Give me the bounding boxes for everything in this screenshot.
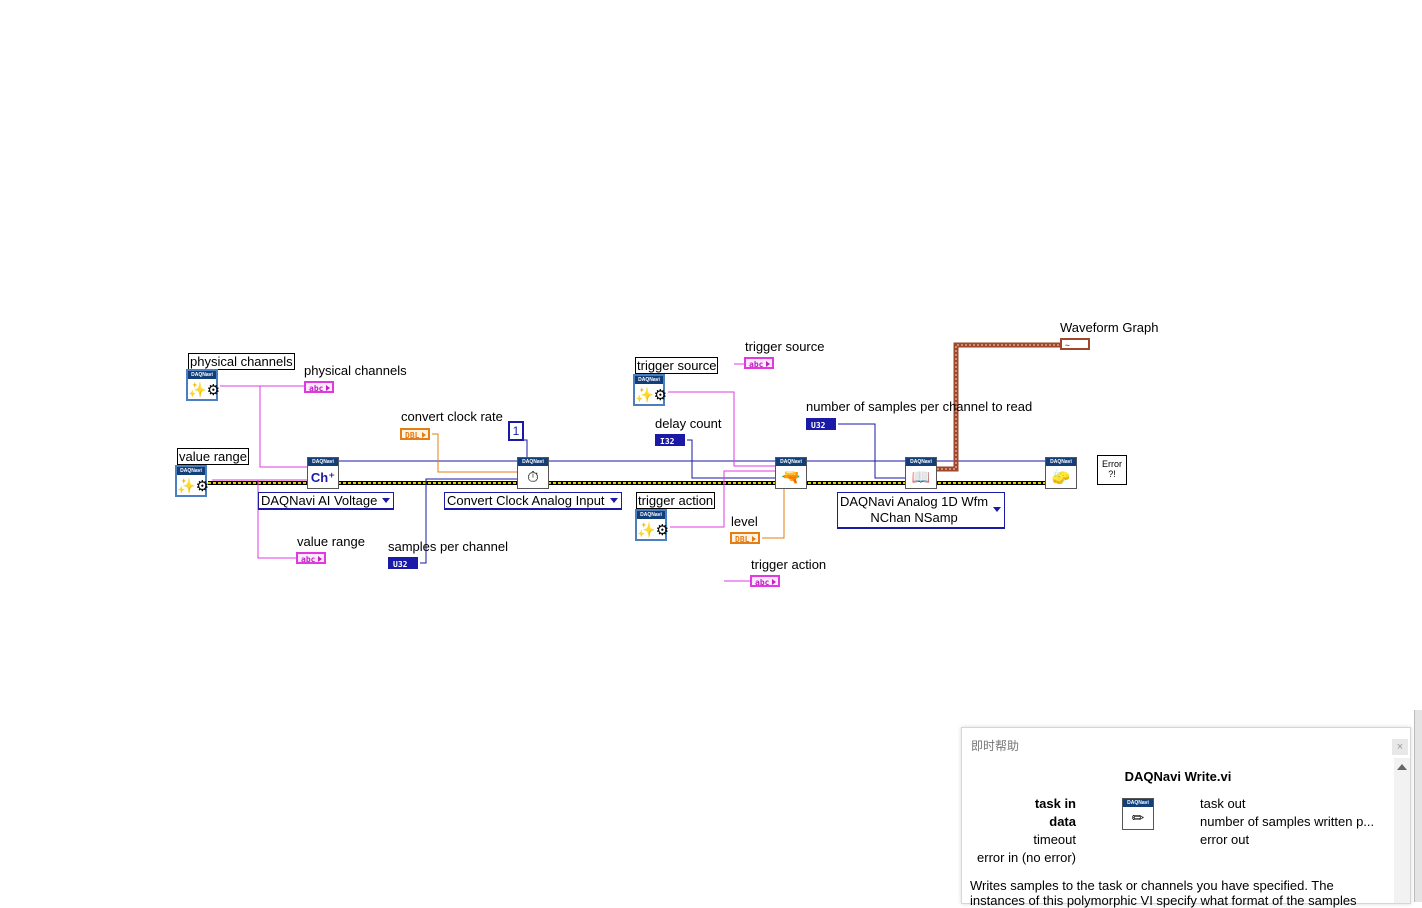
wand-gear-icon: ✨⚙: [188, 382, 221, 399]
read-mode-line1: DAQNavi Analog 1D Wfm: [840, 494, 989, 509]
help-description: Writes samples to the task or channels y…: [970, 878, 1357, 908]
convert-clock-rate-control[interactable]: DBL: [400, 428, 430, 440]
level-wire: [762, 488, 785, 539]
help-scrollbar[interactable]: [1394, 758, 1410, 903]
samples-per-channel-control[interactable]: U32: [388, 557, 418, 569]
vi-header: DAQNavi: [906, 458, 936, 466]
help-input-data: data: [1049, 814, 1076, 829]
physical-channels-control-label: physical channels: [188, 353, 295, 370]
trigger-action-control-label: trigger action: [636, 492, 716, 509]
vi-header: DAQNavi: [1123, 799, 1153, 807]
help-output-task-out: task out: [1200, 796, 1246, 811]
delay-count-wire: [687, 439, 777, 479]
adjacent-window-edge: [1414, 710, 1422, 902]
trigger-source-indicator-label: trigger source: [745, 339, 825, 354]
vi-header: DAQNavi: [637, 511, 665, 519]
clear-task-vi[interactable]: DAQNavi 🧽: [1045, 457, 1077, 489]
trigger-action-wire: [670, 470, 777, 582]
read-vi[interactable]: DAQNavi 📖: [905, 457, 937, 489]
clock-icon: ⏱: [527, 469, 539, 486]
close-icon[interactable]: ×: [1392, 739, 1408, 755]
vi-header: DAQNavi: [518, 458, 548, 466]
value-range-indicator-label: value range: [297, 534, 365, 549]
waveform-graph-indicator[interactable]: ~: [1060, 338, 1090, 350]
write-vi-icon: DAQNavi ✏: [1122, 798, 1154, 830]
value-range-string-indicator[interactable]: abc: [296, 552, 326, 564]
help-vi-name: DAQNavi Write.vi: [1124, 769, 1232, 784]
read-mode-line2: NChan NSamp: [870, 510, 958, 525]
delay-count-control[interactable]: I32: [655, 434, 685, 446]
chevron-down-icon: [609, 498, 618, 503]
level-label: level: [731, 514, 758, 529]
read-mode-selector[interactable]: DAQNavi Analog 1D Wfm NChan NSamp: [837, 492, 1006, 529]
simple-error-handler-vi[interactable]: Error ?!: [1097, 455, 1127, 485]
trigger-action-config-vi[interactable]: DAQNavi ✨⚙: [635, 509, 670, 541]
const-one-wire: [521, 439, 528, 458]
wand-gear-icon: ✨⚙: [635, 387, 668, 404]
waveform-graph-label: Waveform Graph: [1060, 320, 1159, 335]
help-output-samples-written: number of samples written p...: [1200, 814, 1375, 829]
delay-count-label: delay count: [655, 416, 722, 431]
physical-channels-wire: [220, 385, 309, 468]
trigger-source-string-indicator[interactable]: abc: [744, 357, 774, 369]
trigger-action-indicator-label: trigger action: [751, 557, 827, 572]
level-control[interactable]: DBL: [730, 532, 760, 544]
help-output-error-out: error out: [1200, 832, 1250, 847]
vi-header: DAQNavi: [1046, 458, 1076, 466]
vi-header: DAQNavi: [188, 371, 216, 379]
num-samples-wire: [838, 423, 907, 479]
num-samples-to-read-label: number of samples per channel to read: [806, 399, 1033, 414]
trigger-gun-icon: 🔫: [781, 469, 801, 486]
trigger-action-string-indicator[interactable]: abc: [750, 575, 780, 587]
trigger-vi[interactable]: DAQNavi 🔫: [775, 457, 807, 489]
trigger-source-config-vi[interactable]: DAQNavi ✨⚙: [633, 374, 668, 406]
vi-header: DAQNavi: [177, 467, 205, 475]
pencil-icon: ✏: [1131, 810, 1145, 827]
help-input-error-in: error in (no error): [977, 850, 1076, 865]
help-input-task-in: task in: [1034, 796, 1076, 811]
book-icon: 📖: [911, 469, 931, 486]
convert-clock-rate-wire: [432, 433, 519, 473]
physical-channels-string-indicator[interactable]: abc: [304, 381, 334, 393]
create-channel-vi[interactable]: DAQNavi Ch⁺: [307, 457, 339, 489]
wand-gear-icon: ✨⚙: [637, 522, 670, 539]
help-window-title: 即时帮助: [971, 739, 1020, 753]
eraser-icon: 🧽: [1051, 469, 1071, 486]
help-input-timeout: timeout: [1033, 832, 1076, 847]
convert-clock-rate-label: convert clock rate: [401, 409, 503, 424]
physical-channels-config-vi[interactable]: DAQNavi ✨⚙: [186, 369, 221, 401]
physical-channels-indicator-label: physical channels: [304, 363, 407, 378]
chevron-down-icon: [993, 507, 1002, 512]
samples-per-channel-wire: [420, 478, 519, 564]
constant-one[interactable]: 1: [508, 421, 524, 441]
timing-vi[interactable]: DAQNavi ⏱: [517, 457, 549, 489]
scroll-up-icon[interactable]: [1397, 764, 1407, 770]
vi-header: DAQNavi: [776, 458, 806, 466]
vi-header: DAQNavi: [308, 458, 338, 466]
ai-voltage-selector[interactable]: DAQNavi AI Voltage: [258, 492, 395, 510]
channel-add-icon: Ch⁺: [310, 470, 336, 485]
chevron-down-icon: [382, 498, 391, 503]
num-samples-to-read-control[interactable]: U32: [806, 418, 836, 430]
value-range-config-vi[interactable]: DAQNavi ✨⚙: [175, 465, 210, 497]
value-range-control-label: value range: [177, 448, 249, 465]
convert-clock-selector[interactable]: Convert Clock Analog Input: [444, 492, 622, 510]
trigger-source-wire: [668, 363, 777, 467]
samples-per-channel-label: samples per channel: [388, 539, 508, 554]
wand-gear-icon: ✨⚙: [177, 478, 210, 495]
context-help-window: 即时帮助 × DAQNavi Write.vi task in data tim…: [961, 727, 1411, 908]
trigger-source-control-label: trigger source: [635, 357, 719, 374]
vi-header: DAQNavi: [635, 376, 663, 384]
